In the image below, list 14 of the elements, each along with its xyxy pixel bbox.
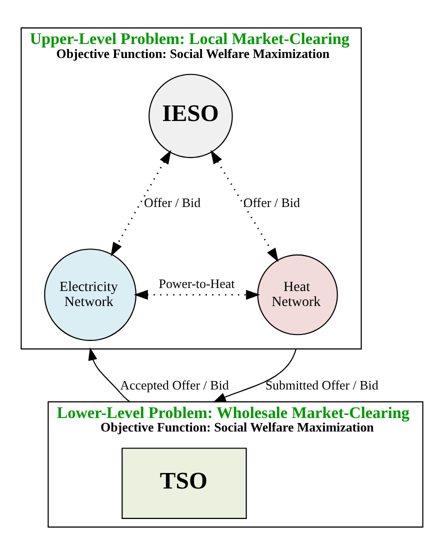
edge-label: Offer / Bid bbox=[243, 194, 300, 210]
arrow bbox=[212, 348, 297, 402]
node-circle: IESO bbox=[148, 73, 233, 158]
edge-label: Submitted Offer / Bid bbox=[265, 377, 378, 392]
arrow bbox=[134, 289, 260, 300]
arrow bbox=[88, 346, 130, 402]
node-circle: Electricity Network bbox=[44, 248, 136, 340]
edge-label: Power-to-Heat bbox=[158, 275, 235, 290]
node-circle: Heat Network bbox=[257, 254, 338, 335]
node-box: TSO bbox=[122, 447, 247, 518]
edge-label: Accepted Offer / Bid bbox=[120, 377, 229, 392]
arrow bbox=[210, 149, 278, 262]
edge-label: Offer / Bid bbox=[144, 194, 201, 210]
arrow bbox=[110, 149, 172, 256]
